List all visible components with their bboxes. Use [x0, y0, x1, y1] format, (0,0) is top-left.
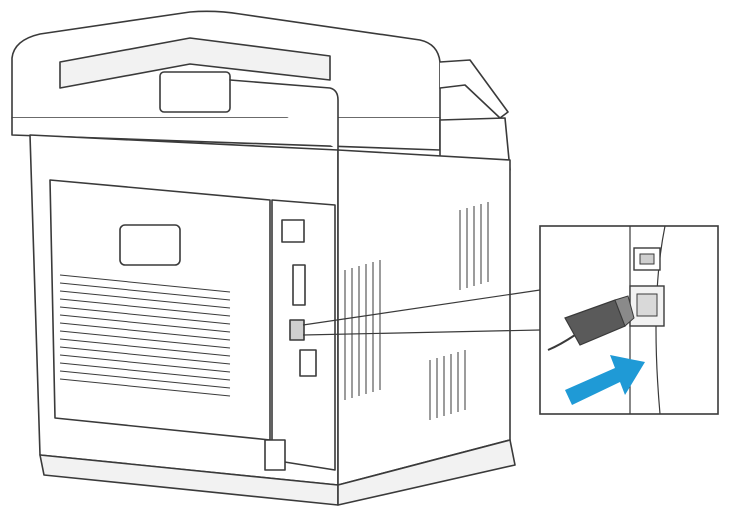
power-inlet-icon [264, 439, 286, 471]
top-right-edge [229, 79, 339, 151]
callout-lines [302, 289, 541, 336]
zoom-inset [539, 225, 719, 415]
usb-ports [292, 264, 306, 306]
rear-door [49, 179, 271, 441]
printer-rear-view-icon [11, 10, 516, 506]
rear-door-handle [119, 224, 181, 266]
printer-base-side [337, 439, 516, 506]
latch [299, 349, 317, 377]
ethernet-port-icon [289, 319, 305, 341]
side-vent [344, 202, 489, 420]
printer-right-side [337, 149, 511, 486]
feeder-handle [159, 71, 231, 113]
rear-vent [59, 274, 231, 397]
ethernet-cable-icon [547, 334, 576, 351]
insert-arrow-icon [565, 355, 645, 405]
document-feeder-top [59, 37, 331, 89]
output-tray-arm [439, 59, 509, 119]
port-block-top [281, 219, 305, 243]
